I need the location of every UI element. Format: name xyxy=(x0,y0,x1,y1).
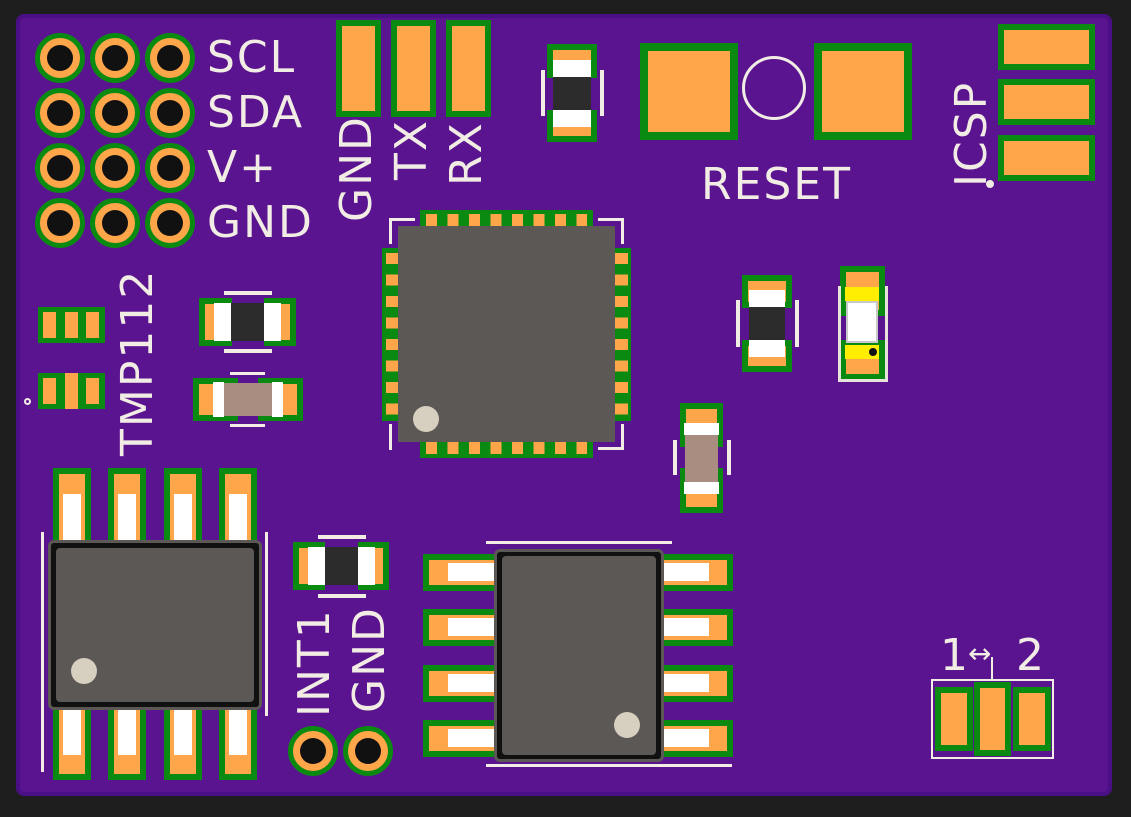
label-reset: RESET xyxy=(701,159,852,210)
serial-pad-gnd xyxy=(336,20,381,117)
jumper-arrow-icon: ↔ xyxy=(968,637,992,670)
header-pin xyxy=(90,33,140,83)
header-pin xyxy=(90,143,140,193)
header-pin xyxy=(90,198,140,248)
reset-pad xyxy=(640,43,738,140)
pin1-marker-icon xyxy=(71,658,97,684)
jumper-pad xyxy=(935,687,973,751)
pad xyxy=(653,609,733,646)
jumper-pad xyxy=(974,682,1011,756)
pin1-marker-icon xyxy=(24,398,31,405)
label-tmp112: TMP112 xyxy=(112,268,163,456)
label-serial-rx: RX xyxy=(441,121,492,186)
header-pin xyxy=(35,33,85,83)
label-icsp: ICSP xyxy=(946,80,997,187)
label-scl: SCL xyxy=(207,32,297,83)
pin1-marker-icon xyxy=(614,712,640,738)
header-pin xyxy=(90,88,140,138)
label-int-gnd: GND xyxy=(344,606,395,713)
cathode-marker-icon xyxy=(869,348,877,356)
icsp-pad xyxy=(998,24,1095,70)
label-vplus: V+ xyxy=(207,142,278,193)
reset-pad xyxy=(814,43,912,140)
label-int1: INT1 xyxy=(289,608,340,717)
header-pin xyxy=(145,198,195,248)
label-sda: SDA xyxy=(207,87,305,138)
int-gnd-pin xyxy=(343,726,393,776)
icsp-pad xyxy=(998,79,1095,125)
serial-pad-rx xyxy=(446,20,491,117)
header-pin xyxy=(145,88,195,138)
header-pin xyxy=(35,198,85,248)
label-jumper-1: 1 xyxy=(940,630,968,681)
int1-pin xyxy=(288,726,338,776)
header-pin xyxy=(35,143,85,193)
label-serial-tx: TX xyxy=(386,118,437,180)
pin1-marker-icon xyxy=(986,180,994,188)
mcu-body xyxy=(398,226,615,442)
label-gnd: GND xyxy=(207,197,314,248)
header-pin xyxy=(35,88,85,138)
pin1-marker-icon xyxy=(413,406,439,432)
header-pin xyxy=(145,33,195,83)
serial-pad-tx xyxy=(391,20,436,117)
label-jumper-2: 2 xyxy=(1016,630,1044,681)
button-outline-icon xyxy=(742,56,806,120)
led-lens xyxy=(846,301,878,343)
header-pin xyxy=(145,143,195,193)
icsp-pad xyxy=(998,135,1095,181)
jumper-pad xyxy=(1013,687,1051,751)
label-serial-gnd: GND xyxy=(331,115,382,222)
